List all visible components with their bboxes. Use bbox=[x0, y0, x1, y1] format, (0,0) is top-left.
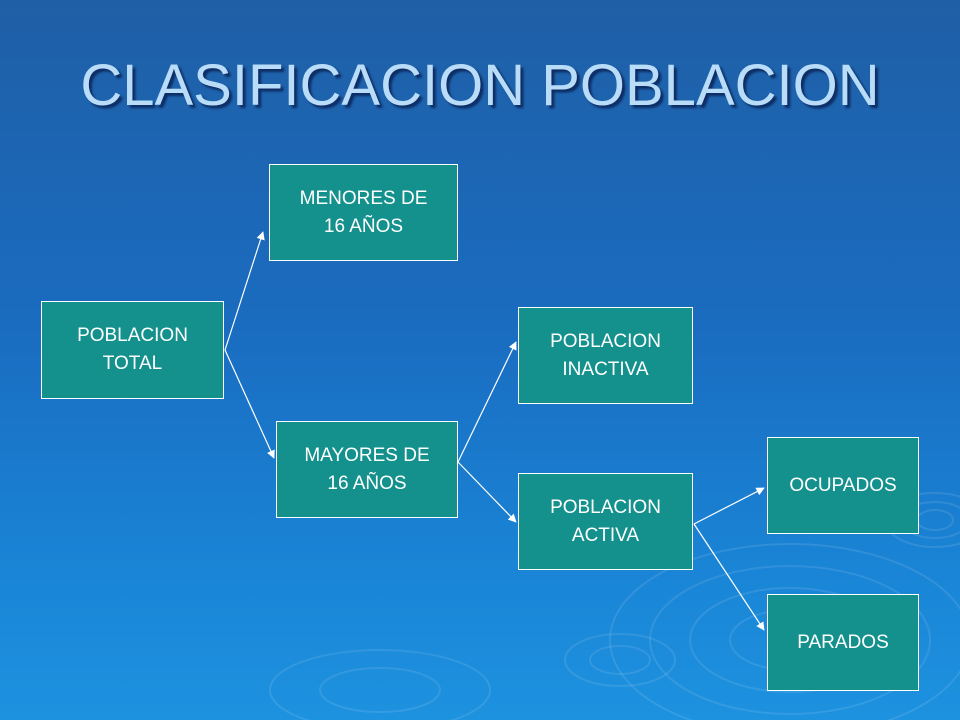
node-menores-16: MENORES DE 16 AÑOS bbox=[269, 164, 458, 261]
edge-mayores-inactiva bbox=[457, 341, 517, 463]
edge-activa-ocupados bbox=[693, 487, 765, 525]
node-parados: PARADOS bbox=[767, 594, 919, 691]
edge-activa-parados bbox=[693, 523, 765, 631]
edge-total-mayores bbox=[224, 349, 275, 459]
edge-total-menores bbox=[224, 231, 265, 351]
node-poblacion-total: POBLACION TOTAL bbox=[41, 301, 224, 399]
node-poblacion-activa: POBLACION ACTIVA bbox=[518, 473, 693, 570]
node-ocupados: OCUPADOS bbox=[767, 437, 919, 534]
page-title: CLASIFICACION POBLACION bbox=[80, 53, 880, 118]
node-poblacion-inactiva: POBLACION INACTIVA bbox=[518, 307, 693, 404]
node-mayores-16: MAYORES DE 16 AÑOS bbox=[276, 421, 458, 518]
edge-mayores-activa bbox=[457, 461, 517, 523]
